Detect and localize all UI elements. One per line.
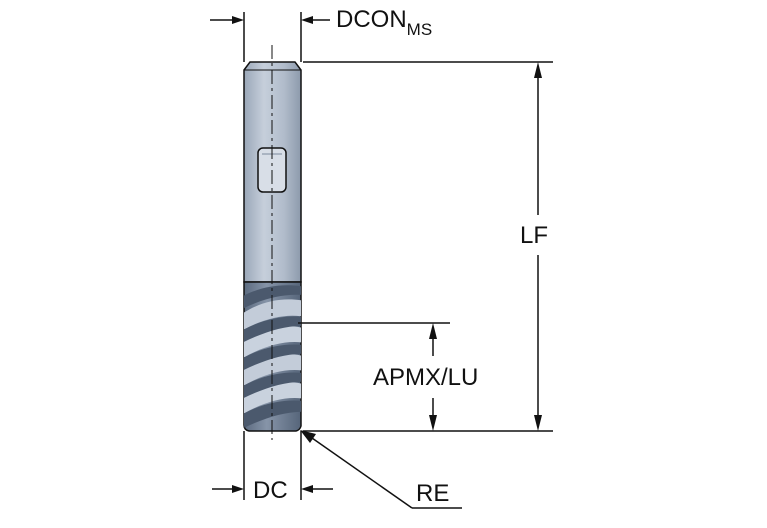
apmx-dimension <box>298 322 450 431</box>
apmx-label: APMX/LU <box>373 364 479 391</box>
tool-flutes <box>243 281 302 432</box>
dc-dimension <box>212 431 333 500</box>
dcon-label-subscript: MS <box>406 20 433 39</box>
dc-label: DC <box>253 477 288 504</box>
dcon-label-main: DCON <box>336 6 407 33</box>
lf-dimension <box>303 61 553 432</box>
lf-label: LF <box>520 222 549 249</box>
dcon-label: DCONMS <box>336 6 432 39</box>
re-leader <box>300 430 462 509</box>
re-label: RE <box>416 480 450 507</box>
dcon-dimension <box>210 12 330 62</box>
